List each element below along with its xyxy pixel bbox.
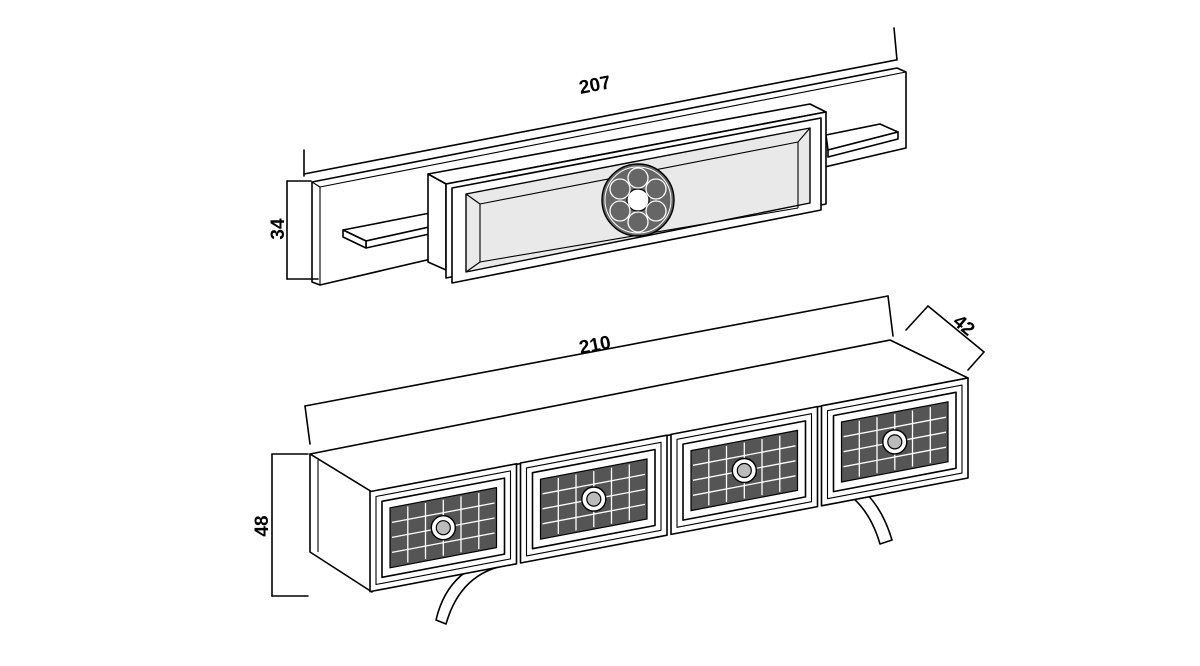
tv-stand: 210 42 48 <box>252 295 985 625</box>
drawer-bevel <box>676 413 813 528</box>
drawer-knob-icon <box>736 462 752 479</box>
tv-stand-width-label: 210 <box>577 332 612 359</box>
drawer-bevel <box>525 441 662 557</box>
tv-stand-drawers <box>369 377 969 593</box>
tv-stand-drawer-3 <box>670 405 819 536</box>
tv-stand-drawer-2 <box>519 434 668 564</box>
drawer-lattice-lines <box>692 435 796 506</box>
drawer-bevel <box>826 384 963 500</box>
wall-shelf: 207 34 <box>268 27 907 286</box>
drawer-knob-icon <box>887 434 903 450</box>
wall-shelf-height-dimension: 34 <box>268 180 319 280</box>
wall-shelf-height-label: 34 <box>268 218 289 240</box>
wall-shelf-medallion <box>601 163 675 237</box>
drawer-knob-icon <box>586 491 602 507</box>
tv-stand-drawer-1 <box>369 463 518 593</box>
wall-shelf-width-label: 207 <box>577 72 612 99</box>
tv-stand-height-label: 48 <box>252 515 273 536</box>
drawer-bevel <box>375 470 512 586</box>
tv-stand-drawer-4 <box>820 377 969 507</box>
drawer-knob-icon <box>435 520 451 536</box>
tv-stand-height-dimension: 48 <box>252 453 309 597</box>
tv-stand-depth-label: 42 <box>949 311 979 341</box>
wall-shelf-side-shelves <box>342 123 899 249</box>
